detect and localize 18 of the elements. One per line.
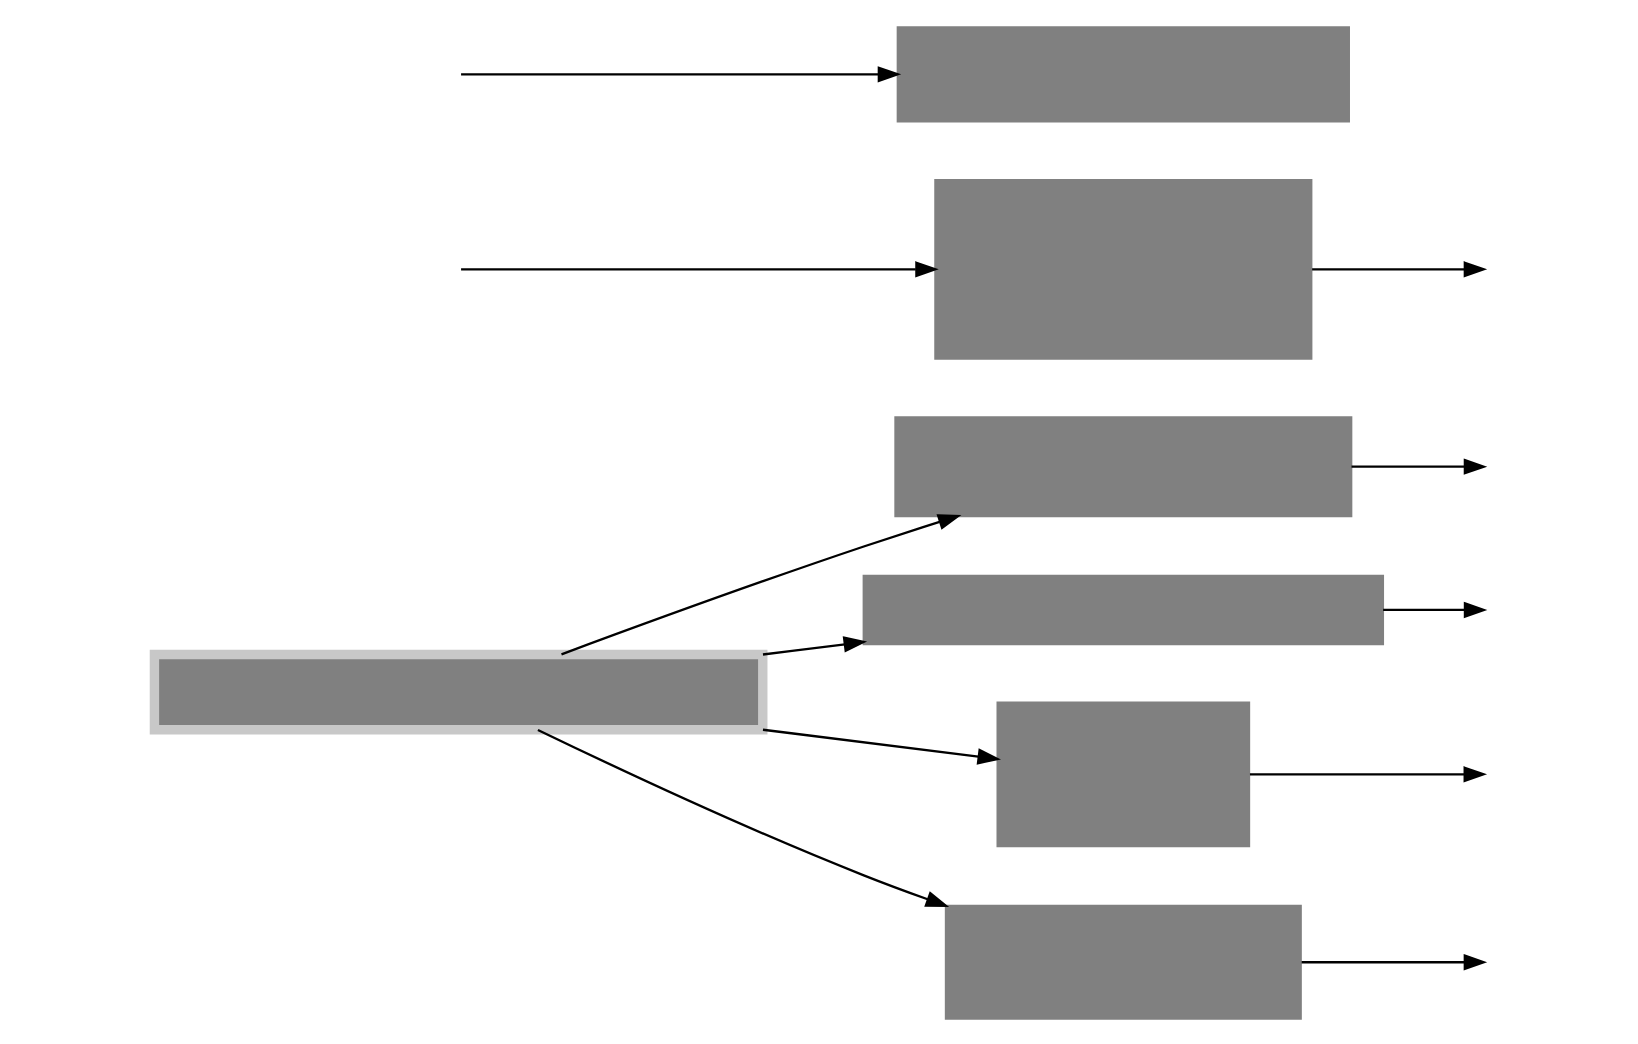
arrow (1311, 260, 1487, 277)
arrow (761, 727, 1000, 764)
arrow (460, 65, 901, 82)
arrow (1382, 600, 1487, 618)
node-box (995, 700, 1250, 847)
node-box (148, 648, 767, 734)
node-box (861, 573, 1384, 645)
arrow (560, 513, 961, 655)
node-box (895, 25, 1349, 122)
arrow (1350, 457, 1487, 474)
arrow (761, 635, 867, 655)
arrow (536, 727, 949, 906)
arrow (1248, 765, 1487, 782)
node-box (943, 903, 1301, 1019)
node-box (933, 177, 1312, 359)
arrow (1300, 953, 1487, 970)
arrow (460, 260, 938, 277)
node-box (893, 415, 1352, 517)
